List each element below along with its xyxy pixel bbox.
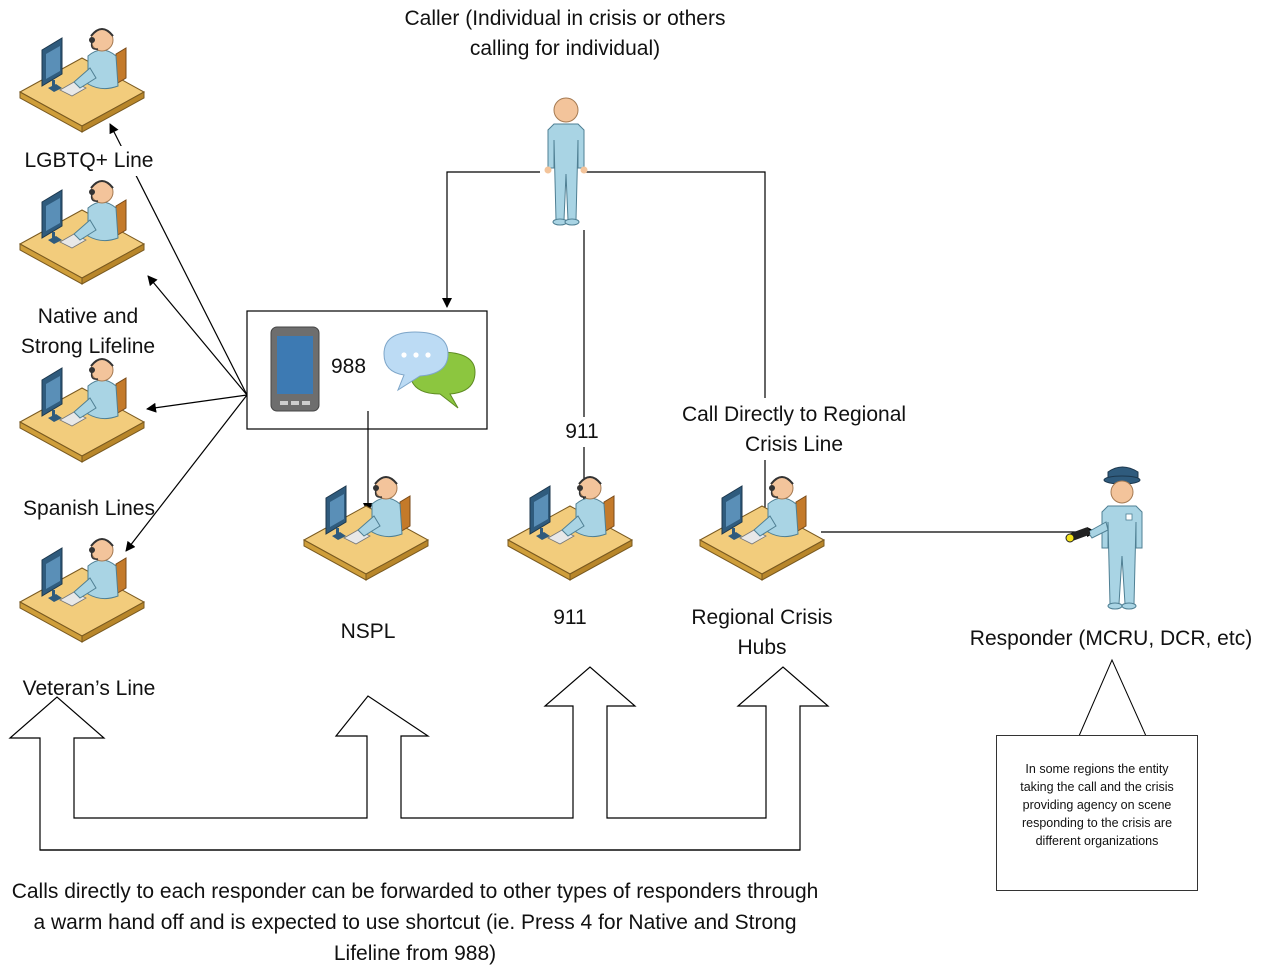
forwarding-arrows bbox=[8, 666, 830, 851]
arrow-to-spanish bbox=[146, 394, 248, 413]
spanish-lines-label: Spanish Lines bbox=[23, 497, 155, 520]
agent-icon-lgbtq bbox=[19, 28, 145, 133]
callout-note: In some regions the entity taking the ca… bbox=[996, 735, 1198, 891]
agent-icon-nspl bbox=[303, 476, 429, 581]
caller-label: Caller (Individual in crisis or others c… bbox=[404, 7, 726, 60]
agent-icon-911 bbox=[507, 476, 633, 581]
caller-connectors bbox=[363, 171, 770, 521]
edge-911-label: 911 bbox=[554, 417, 610, 447]
regional-hubs-label: Regional Crisis Hubs bbox=[691, 606, 833, 659]
911-center-label: 911 bbox=[553, 606, 587, 629]
lgbtq-line-label: LGBTQ+ Line bbox=[0, 146, 184, 176]
hub-number-label: 988 bbox=[331, 355, 367, 378]
responder-label: Responder (MCRU, DCR, etc) bbox=[969, 627, 1253, 650]
arrow-to-veteran bbox=[125, 394, 248, 552]
agent-icon-spanish bbox=[19, 358, 145, 463]
agent-icon-native bbox=[19, 180, 145, 285]
native-lifeline-label: Native and Strong Lifeline bbox=[20, 305, 156, 358]
edge-direct-regional-label: Call Directly to Regional Crisis Line bbox=[678, 400, 910, 460]
agent-icon-veteran bbox=[19, 538, 145, 643]
veterans-line-label: Veteran’s Line bbox=[22, 677, 156, 700]
bottom-note: Calls directly to each responder can be … bbox=[11, 880, 819, 965]
caller-person-icon bbox=[544, 97, 588, 226]
agent-icon-regional bbox=[699, 476, 825, 581]
chat-bubbles-icon bbox=[383, 331, 476, 409]
hollow-arrow-frame bbox=[8, 666, 830, 851]
phone-icon bbox=[270, 326, 320, 412]
responder-officer-icon bbox=[1065, 466, 1143, 610]
arrow-to-native bbox=[147, 275, 248, 396]
nspl-label: NSPL bbox=[340, 620, 396, 643]
caller-to-regional-line bbox=[586, 171, 766, 398]
callout-pointer bbox=[1078, 658, 1147, 737]
caller-to-988-arrow bbox=[442, 171, 540, 308]
